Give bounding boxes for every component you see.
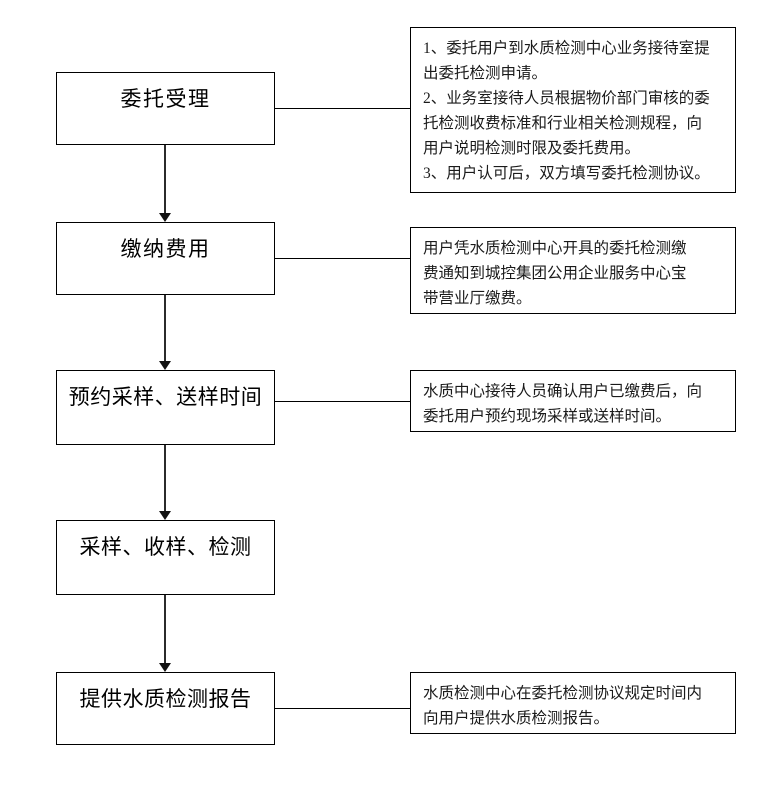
arrow-shaft — [164, 595, 166, 663]
process-box-label: 采样、收样、检测 — [79, 536, 252, 559]
note-connector-4 — [275, 708, 410, 709]
process-box-step-4[interactable]: 采样、收样、检测 — [56, 520, 275, 595]
note-box-4[interactable]: 水质检测中心在委托检测协议规定时间内 向用户提供水质检测报告。 — [410, 672, 736, 734]
process-box-label: 提供水质检测报告 — [79, 688, 252, 711]
arrow-shaft — [164, 295, 166, 361]
process-box-step-2[interactable]: 缴纳费用 — [56, 222, 275, 295]
note-connector-3 — [275, 401, 410, 402]
arrow-head-icon — [159, 511, 171, 520]
process-box-label: 委托受理 — [120, 88, 211, 111]
note-box-3[interactable]: 水质中心接待人员确认用户已缴费后，向 委托用户预约现场采样或送样时间。 — [410, 370, 736, 432]
note-connector-2 — [275, 258, 410, 259]
note-text: 水质中心接待人员确认用户已缴费后，向 委托用户预约现场采样或送样时间。 — [423, 383, 703, 425]
note-box-1[interactable]: 1、委托用户到水质检测中心业务接待室提 出委托检测申请。 2、业务室接待人员根据… — [410, 27, 736, 193]
arrow-shaft — [164, 445, 166, 511]
process-box-step-1[interactable]: 委托受理 — [56, 72, 275, 145]
arrow-head-icon — [159, 663, 171, 672]
note-connector-1 — [275, 108, 410, 109]
arrow-shaft — [164, 145, 166, 213]
note-box-2[interactable]: 用户凭水质检测中心开具的委托检测缴 费通知到城控集团公用企业服务中心宝 带营业厅… — [410, 227, 736, 314]
note-text: 用户凭水质检测中心开具的委托检测缴 费通知到城控集团公用企业服务中心宝 带营业厅… — [423, 240, 687, 307]
process-box-label: 预约采样、送样时间 — [68, 386, 263, 409]
arrow-head-icon — [159, 213, 171, 222]
process-box-step-3[interactable]: 预约采样、送样时间 — [56, 370, 275, 445]
note-text: 1、委托用户到水质检测中心业务接待室提 出委托检测申请。 2、业务室接待人员根据… — [423, 40, 710, 182]
process-box-label: 缴纳费用 — [120, 238, 211, 261]
process-box-step-5[interactable]: 提供水质检测报告 — [56, 672, 275, 745]
note-text: 水质检测中心在委托检测协议规定时间内 向用户提供水质检测报告。 — [423, 685, 703, 727]
arrow-head-icon — [159, 361, 171, 370]
